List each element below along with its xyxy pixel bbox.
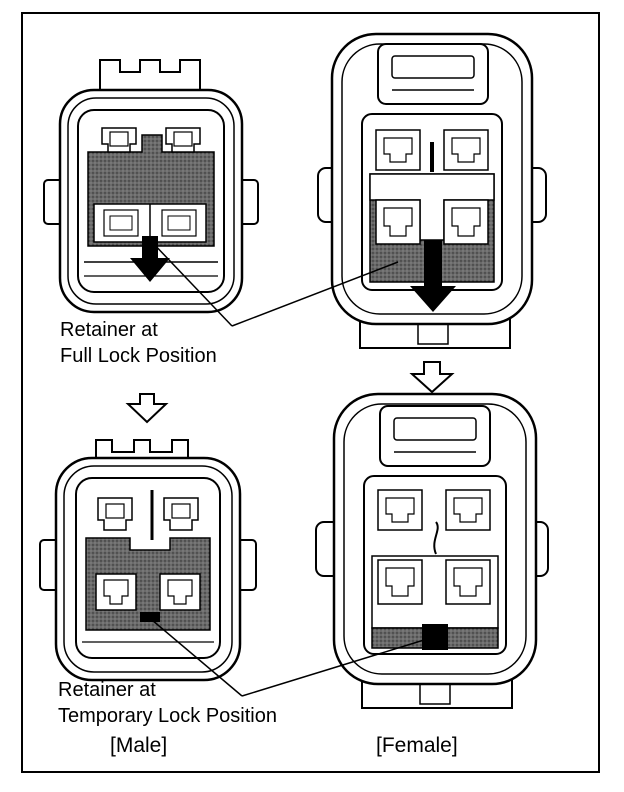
step-down-arrow-female <box>409 361 455 394</box>
temp-lock-leader-line <box>151 619 243 697</box>
figure-frame <box>21 12 600 773</box>
male-caption: [Male] <box>110 734 167 757</box>
full-lock-label-line1: Retainer at <box>60 319 158 341</box>
temp-lock-label-line1: Retainer at <box>58 679 156 701</box>
male-connector-full-lock <box>43 59 259 314</box>
temp-lock-leader-line-female <box>241 639 425 697</box>
female-connector-temporary-lock <box>315 392 549 709</box>
full-lock-leader-line-female <box>231 261 399 327</box>
temp-lock-label-line2: Temporary Lock Position <box>58 705 277 727</box>
male-connector-temporary-lock <box>39 439 257 682</box>
full-lock-leader-line <box>149 239 233 327</box>
slide-down-arrow <box>410 240 456 312</box>
full-lock-label-line2: Full Lock Position <box>60 345 217 367</box>
step-down-arrow-male <box>125 393 169 424</box>
female-connector-full-lock <box>317 32 547 349</box>
slide-down-arrow <box>130 236 170 282</box>
female-caption: [Female] <box>376 734 458 757</box>
